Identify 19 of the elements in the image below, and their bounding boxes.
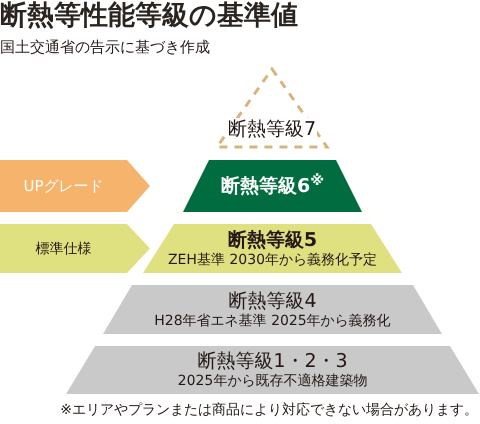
level-trapezoid: [143, 224, 402, 273]
arrow-tag: [0, 224, 150, 273]
page-title: 断熱等性能等級の基準値: [0, 0, 298, 32]
tag-label: UPグレード: [23, 177, 104, 195]
level-title: 断熱等級5: [228, 228, 318, 250]
level-title: 断熱等級7: [226, 118, 318, 140]
level-note: 2025年から既存不適格建築物: [178, 372, 368, 390]
level-title: 断熱等級4: [228, 290, 317, 312]
level-note: H28年省エネ基準 2025年から義務化: [154, 312, 391, 330]
arrow-tag: [0, 160, 150, 212]
level-title: 断熱等級6$^{※}$: [220, 175, 324, 197]
level-title: 断熱等級1・2・3: [197, 350, 348, 372]
level-note: ZEH基準 2030年から義務化予定: [168, 250, 378, 268]
level-trapezoid: [103, 285, 442, 334]
level-trapezoid: [66, 346, 479, 394]
footnote: ※エリアやプランまたは商品により対応できない場合があります。: [60, 401, 478, 419]
level-trapezoid: [183, 160, 362, 212]
source-note: 国土交通省の告示に基づき作成: [0, 38, 210, 56]
tag-label: 標準仕様: [36, 240, 92, 258]
